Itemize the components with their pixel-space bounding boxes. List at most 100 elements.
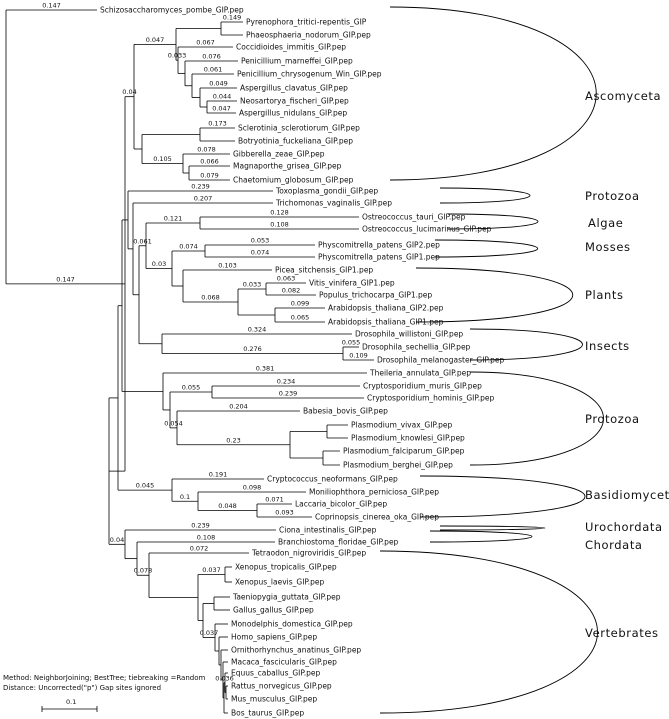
group-label-protozoa2: Protozoa	[585, 412, 640, 426]
taxon-label: Ostreococcus_tauri_GIP.pep	[362, 213, 466, 222]
taxon-label: Xenopus_tropicalis_GIP.pep	[235, 563, 337, 572]
branch-length-label: 0.037	[202, 566, 221, 574]
taxon-label: Plasmodium_berghei_GIP.pep	[343, 461, 453, 470]
scale-bar-label: 0.1	[66, 698, 76, 706]
taxon-label: Magnaporthe_grisea_GIP.pep	[233, 162, 342, 171]
branch-length-label: 0.276	[243, 345, 262, 353]
taxon-label: Ostreococcus_lucimarinus_GIP.pep	[362, 225, 492, 234]
branch-length-label: 0.23	[226, 436, 240, 444]
group-bracket-insects	[469, 328, 583, 361]
branch-length-label: 0.049	[209, 80, 228, 88]
taxon-label: Neosartorya_fischeri_GIP.pep	[240, 97, 349, 106]
taxon-label: Populus_trichocarpa_GIP1.pep	[319, 291, 432, 300]
taxon-label: Botryotinia_fuckeliana_GIP.pep	[238, 137, 353, 146]
method-text: Method: NeighborJoining; BestTree; tiebr…	[3, 674, 206, 682]
group-label-basidiomyceta: Basidiomyceta	[585, 488, 669, 502]
branch-length-label: 0.068	[201, 294, 220, 302]
group-bracket-chordata	[429, 530, 533, 543]
branch-length-label: 0.204	[229, 403, 248, 411]
taxon-label: Sclerotinia_sclerotiorum_GIP.pep	[238, 124, 360, 133]
branch-length-label: 0.033	[168, 52, 187, 60]
branch-length-label: 0.099	[291, 300, 310, 308]
taxon-label: Toxoplasma_gondii_GIP.pep	[275, 187, 378, 196]
branch-length-label: 0.066	[200, 158, 219, 166]
branch-length-label: 0.082	[282, 287, 301, 295]
group-label-mosses: Mosses	[585, 240, 631, 254]
branch-length-label: 0.067	[196, 39, 215, 47]
taxon-label: Arabidopsis_thaliana_GIP2.pep	[328, 304, 444, 313]
taxon-label: Penicillium_chrysogenum_Win_GIP.pep	[237, 70, 382, 79]
taxon-label: Ciona_intestinalis_GIP.pep	[279, 526, 377, 535]
branch-length-label: 0.1	[180, 493, 190, 501]
taxon-label: Physcomitrella_patens_GIP1.pep	[318, 253, 440, 262]
branch-length-label: 0.045	[136, 482, 155, 490]
group-bracket-mosses	[434, 239, 539, 258]
taxon-label: Cryptococcus_neoformans_GIP.pep	[267, 475, 398, 484]
branch-length-labels: 0.1470.1470.040.0470.1490.0330.0670.0760…	[42, 2, 368, 683]
group-brackets: AscomycetaProtozoaAlgaeMossesPlantsInsec…	[379, 6, 669, 714]
branch-length-label: 0.037	[200, 629, 219, 637]
taxon-labels: Schizosaccharomyces_pombe_GIP.pepPyrenop…	[100, 6, 505, 718]
branch-length-label: 0.04	[110, 536, 124, 544]
taxon-label: Laccaria_bicolor_GIP.pep	[295, 500, 387, 509]
taxon-label: Ornithorhynchus_anatinus_GIP.pep	[231, 646, 361, 655]
taxon-label: Homo_sapiens_GIP.pep	[231, 633, 317, 642]
taxon-label: Monodelphis_domestica_GIP.pep	[231, 620, 353, 629]
taxon-label: Drosophila_melanogaster_GIP.pep	[377, 356, 505, 365]
branch-length-label: 0.076	[202, 53, 221, 61]
branch-length-label: 0.093	[275, 509, 294, 517]
taxon-label: Pyrenophora_tritici-repentis_GIP	[246, 18, 367, 27]
branch-length-label: 0.055	[182, 384, 201, 392]
taxon-label: Tetraodon_nigroviridis_GIP.pep	[251, 549, 366, 558]
taxon-label: Coccidioides_immitis_GIP.pep	[236, 43, 346, 52]
group-label-chordata: Chordata	[585, 538, 643, 552]
tree-footer: Method: NeighborJoining; BestTree; tiebr…	[3, 674, 206, 712]
branch-length-label: 0.078	[197, 146, 216, 154]
taxon-label: Penicillium_marneffei_GIP.pep	[241, 57, 353, 66]
branch-length-label: 0.173	[208, 120, 227, 128]
distance-text: Distance: Uncorrected("p") Gap sites ign…	[3, 684, 161, 692]
branch-length-label: 0.03	[152, 260, 166, 268]
taxon-label: Plasmodium_falciparum_GIP.pep	[343, 447, 465, 456]
taxon-label: Theileria_annulata_GIP.pep	[369, 369, 471, 378]
branch-length-label: 0.047	[212, 105, 231, 113]
group-bracket-algae	[447, 213, 539, 230]
group-bracket-vertebrates	[379, 550, 598, 714]
group-bracket-plants	[415, 267, 574, 323]
branch-length-label: 0.234	[277, 378, 296, 386]
group-bracket-urochordata	[439, 525, 546, 531]
taxon-label: Bos_taurus_GIP.pep	[231, 709, 304, 718]
taxon-label: Vitis_vinifera_GIP1.pep	[309, 279, 395, 288]
branch-length-label: 0.048	[218, 502, 237, 510]
taxon-label: Cryptosporidium_muris_GIP.pep	[363, 382, 482, 391]
group-label-protozoa1: Protozoa	[585, 189, 640, 203]
branch-length-label: 0.072	[190, 545, 209, 553]
taxon-label: Trichomonas_vaginalis_GIP.pep	[275, 199, 392, 208]
branch-length-label: 0.109	[349, 352, 368, 360]
taxon-label: Mus_musculus_GIP.pep	[231, 695, 317, 704]
branch-length-label: 0.103	[218, 262, 237, 270]
group-label-algae: Algae	[588, 216, 623, 230]
group-label-insects: Insects	[585, 339, 630, 353]
branch-length-label: 0.036	[215, 674, 234, 682]
branch-length-label: 0.054	[164, 419, 183, 427]
tree-branches	[5, 9, 374, 714]
taxon-label: Plasmodium_vivax_GIP.pep	[351, 421, 453, 430]
taxon-label: Aspergillus_nidulans_GIP.pep	[239, 109, 347, 118]
branch-length-label: 0.128	[270, 209, 289, 217]
taxon-label: Gallus_gallus_GIP.pep	[233, 606, 314, 615]
taxon-label: Xenopus_laevis_GIP.pep	[235, 578, 325, 587]
branch-length-label: 0.063	[277, 275, 296, 283]
branch-length-label: 0.04	[122, 88, 136, 96]
branch-length-label: 0.074	[251, 249, 270, 257]
taxon-label: Macaca_fascicularis_GIP.pep	[231, 658, 337, 667]
branch-length-label: 0.053	[251, 237, 270, 245]
taxon-label: Rattus_norvegicus_GIP.pep	[231, 682, 332, 691]
branch-length-label: 0.098	[243, 484, 262, 492]
taxon-label: Aspergillus_clavatus_GIP.pep	[240, 84, 348, 93]
taxon-label: Coprinopsis_cinerea_oka_GIP.pep	[315, 513, 439, 522]
branch-length-label: 0.239	[191, 522, 210, 530]
branch-length-label: 0.078	[134, 567, 153, 575]
branch-length-label: 0.121	[164, 215, 183, 223]
